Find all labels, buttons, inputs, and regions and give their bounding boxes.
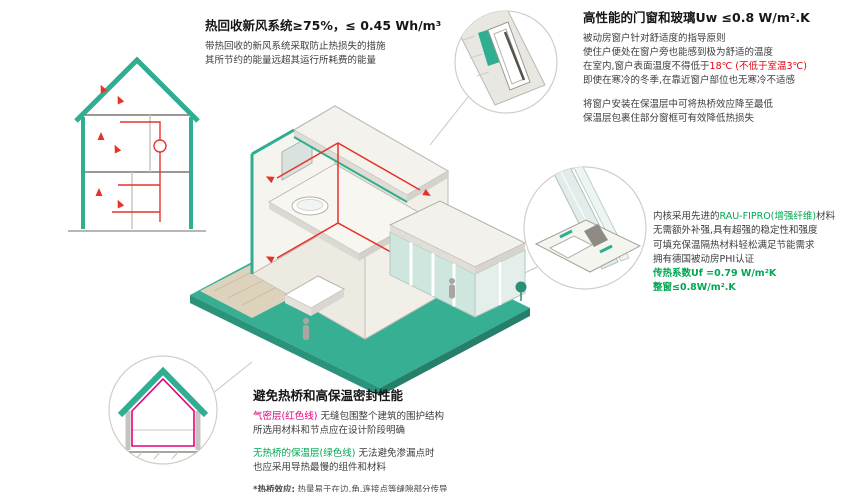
profile-line-1-pre: 内核采用先进的: [653, 211, 720, 222]
windows-line-1: 被动房窗户针对舒适度的指导原则: [583, 32, 726, 44]
windows-section: 高性能的门窗和玻璃Uw ≤0.8 W/m².K 被动房窗户针对舒适度的指导原则 …: [583, 10, 861, 126]
thermal-line-4: 也应采用导热最慢的组件和材料: [253, 462, 387, 474]
airtight-red-line: [131, 377, 195, 447]
window-installation-detail-circle: [454, 10, 558, 114]
airflow-arrows: [95, 83, 125, 209]
kitchen-island: [283, 275, 346, 316]
airtight-layer-text: 无缝包围整个建筑的围护结构: [317, 410, 444, 422]
bathtub: [291, 196, 329, 216]
thermal-line-1: 气密层(红色线) 无缝包围整个建筑的围护结构: [253, 410, 583, 424]
hrv-section: 热回收新风系统≥75%，≤ 0.45 Wh/m³ 带热回收的新风系统采取防止热损…: [205, 18, 450, 68]
hrv-title: 热回收新风系统≥75%，≤ 0.45 Wh/m³: [205, 18, 442, 33]
profile-line-1-post: 材料: [816, 211, 836, 222]
windows-line-4: 即使在寒冷的冬季,在靠近窗户部位也无寒冷不适感: [583, 75, 796, 87]
profile-material-name: RAU-FIPRO(增强纤维): [719, 211, 817, 222]
thermal-footnote: *热桥效应: 热量易于在边,角,连接点等缝隙部分传导: [253, 485, 583, 492]
glass-wing: [388, 200, 527, 318]
windows-line-3-highlight: 18℃ (不低于室温3℃): [709, 61, 807, 73]
insulation-cut-edges: [250, 128, 295, 274]
hrv-line-1: 带热回收的新风系统采取防止热损失的措施: [205, 40, 386, 52]
footnote-text: 热量易于在边,角,连接点等缝隙部分传导: [294, 484, 448, 492]
thermal-line-2: 所选用材料和节点应在设计阶段明确: [253, 424, 406, 436]
hrv-house-cross-section: [68, 56, 206, 232]
profile-section: 内核采用先进的RAU-FIPRO(增强纤维)材料 无需额外补强,具有超强的稳定性…: [653, 210, 865, 296]
windows-line-2: 使住户便处在窗户旁也能感到极为舒适的温度: [583, 46, 774, 58]
insulation-layer-text: 无法避免渗漏点时: [355, 448, 435, 460]
hrv-unit-and-ducts: [112, 121, 167, 222]
thermal-envelope-circle: [108, 355, 218, 465]
windows-line-6: 保温层包裹住部分窗框可有效降低热损失: [583, 112, 755, 124]
hrv-line-2: 其所节约的能量远超其运行所耗费的能量: [205, 54, 377, 66]
roof-slab: [293, 105, 449, 203]
profile-line-2: 无需额外补强,具有超强的稳定性和强度: [653, 225, 818, 237]
thermal-line-3: 无热桥的保温层(绿色线) 无法避免渗漏点时: [253, 447, 583, 461]
windows-line-5: 将窗户安装在保温层中可将热桥效应降至最低: [583, 98, 774, 110]
plant: [515, 281, 527, 301]
profile-line-3: 可填充保温隔热材料轻松满足节能需求: [653, 239, 815, 251]
profile-line-1: 内核采用先进的RAU-FIPRO(增强纤维)材料: [653, 210, 865, 224]
profile-line-4: 拥有德国被动房PHI认证: [653, 253, 755, 265]
person-figure: [449, 278, 455, 284]
person-figure: [302, 317, 310, 340]
profile-u-value: 传热系数Uf =0.79 W/m²K: [653, 268, 777, 279]
windows-line-3-text: 在室内,窗户表面温度不得低于: [583, 61, 710, 73]
footnote-label: *热桥效应:: [253, 484, 295, 492]
insulation-green-line: [117, 366, 209, 418]
thermal-section: 避免热桥和高保温密封性能 气密层(红色线) 无缝包围整个建筑的围护结构 所选用材…: [253, 388, 583, 492]
main-house-cutaway-illustration: [190, 105, 530, 396]
window-frame-profile-circle: [523, 166, 647, 290]
insulation-layer-label: 无热桥的保温层(绿色线): [253, 448, 356, 460]
thermal-title: 避免热桥和高保温密封性能: [253, 388, 404, 403]
profile-window-u-value: 整窗≤0.8W/m².K: [653, 282, 736, 294]
windows-title: 高性能的门窗和玻璃Uw ≤0.8 W/m².K: [583, 10, 810, 25]
windows-line-3: 在室内,窗户表面温度不得低于18℃ (不低于室温3℃): [583, 60, 861, 74]
airtight-layer-label: 气密层(红色线): [253, 410, 318, 422]
